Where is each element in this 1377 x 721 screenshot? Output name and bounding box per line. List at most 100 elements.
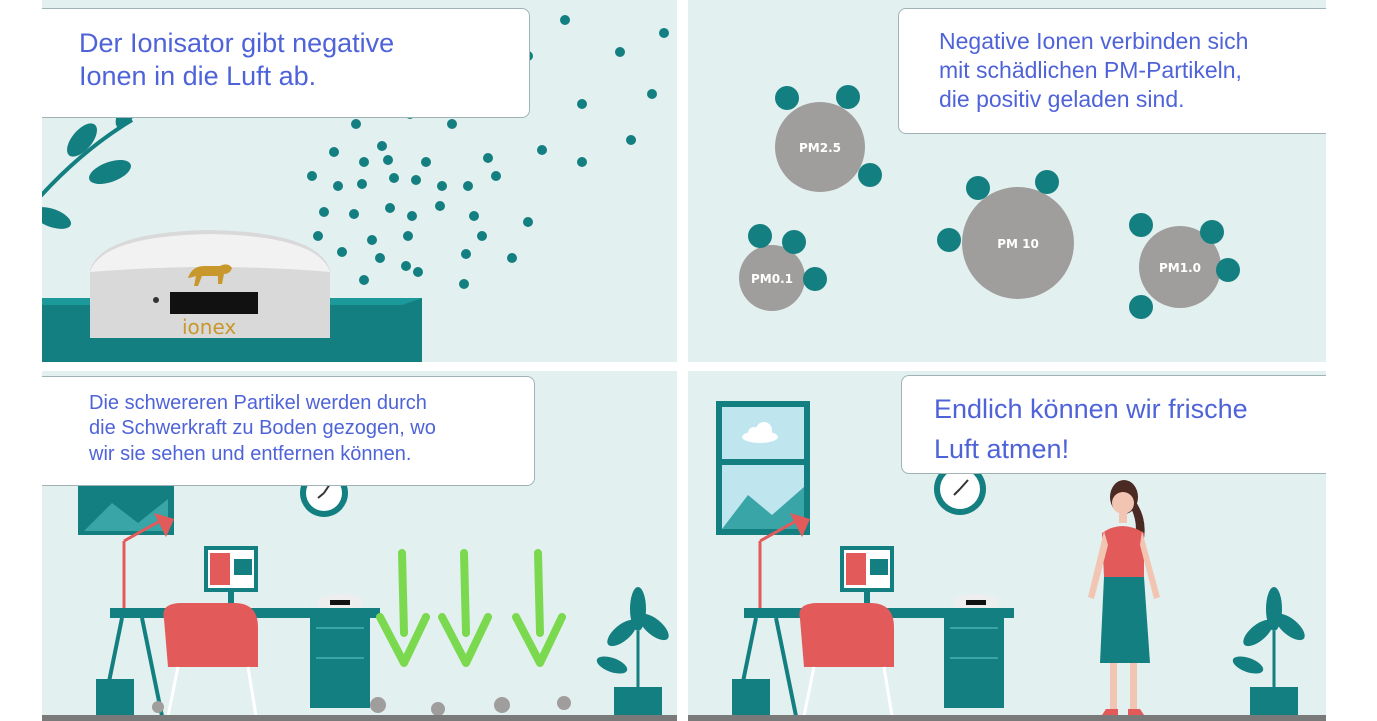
monitor-icon (840, 546, 894, 604)
ion-dot (377, 141, 387, 151)
ion-dot (359, 157, 369, 167)
ion-dot (389, 173, 399, 183)
bin (732, 679, 770, 721)
ion-dot (333, 181, 343, 191)
caption-line: Ionen in die Luft ab. (79, 60, 317, 91)
potted-plant-icon (596, 587, 669, 721)
ion-dot (337, 247, 347, 257)
ion-dot (307, 171, 317, 181)
caption-line: Luft atmen! (934, 433, 1070, 464)
arrow-down-icon (512, 549, 566, 667)
ion-dot (351, 119, 361, 129)
ion-dot (407, 211, 417, 221)
floor (42, 715, 677, 721)
panel-ionizer-release: ionex Der Ionisator gibt negative Ionen … (42, 0, 677, 362)
panel-3-illustration (42, 469, 677, 721)
caption-box: Die schwereren Partikel werden durch die… (42, 376, 535, 486)
ion-dot (329, 147, 339, 157)
ion-dot (359, 275, 369, 285)
ion-dot (523, 217, 533, 227)
negative-ion (1216, 258, 1240, 282)
ion-dot (367, 235, 377, 245)
caption-line: Negative Ionen verbinden sich (939, 28, 1249, 54)
ion-dot (577, 157, 587, 167)
ion-dot (375, 253, 385, 263)
window (716, 401, 810, 535)
panel-1-illustration: ionex (42, 15, 669, 362)
particle-pm10-small: PM1.0 (1129, 213, 1240, 319)
arrow-down-icon (376, 549, 430, 667)
device-brand-label: ionex (182, 315, 236, 339)
desk-lamp-icon (122, 513, 174, 608)
ion-dot (411, 175, 421, 185)
particle-pm01: PM0.1 (739, 224, 827, 311)
ion-dot (459, 279, 469, 289)
ion-dot (385, 203, 395, 213)
panel-ions-bind-particles: PM2.5 PM 10 PM0.1 PM1.0 Negative Ionen v… (688, 0, 1326, 362)
negative-ion (803, 267, 827, 291)
ion-dot (483, 153, 493, 163)
ion-dot (435, 201, 445, 211)
particle-label: PM2.5 (799, 141, 841, 155)
negative-ion (1035, 170, 1059, 194)
caption-box: Negative Ionen verbinden sich mit schädl… (898, 8, 1326, 134)
caption-line: die positiv geladen sind. (939, 86, 1185, 113)
negative-ion (1129, 295, 1153, 319)
negative-ion (1200, 220, 1224, 244)
ion-dot (659, 28, 669, 38)
chair (799, 603, 894, 717)
caption-line: die Schwerkraft zu Boden gezogen, wo (89, 417, 436, 440)
potted-plant-icon (1232, 587, 1305, 721)
particle-pm10: PM 10 (937, 170, 1074, 299)
panel-4-illustration (688, 401, 1326, 721)
wall-clock-icon (934, 463, 986, 515)
ion-dot (626, 135, 636, 145)
negative-ion (748, 224, 772, 248)
caption-line: mit schädlichen PM-Partikeln, (939, 57, 1242, 84)
negative-ion (782, 230, 806, 254)
ion-dot (491, 171, 501, 181)
negative-ion (775, 86, 799, 110)
ion-dot (477, 231, 487, 241)
ionizer-device: ionex (90, 230, 330, 339)
ion-dot (463, 181, 473, 191)
ion-dot (615, 47, 625, 57)
cloud-icon (742, 422, 778, 443)
caption-line: Der Ionisator gibt negative (79, 28, 395, 58)
panel-gravity: Die schwereren Partikel werden durch die… (42, 371, 677, 721)
negative-ion (937, 228, 961, 252)
ion-dot (469, 211, 479, 221)
ion-dot (313, 231, 323, 241)
tiger-icon (188, 264, 232, 286)
caption-line: Endlich können wir frische (934, 394, 1248, 424)
particle-label: PM 10 (997, 237, 1039, 251)
ion-dot (461, 249, 471, 259)
ion-dot (577, 99, 587, 109)
desk-lamp-icon (758, 513, 810, 608)
panel-2-illustration: PM2.5 PM 10 PM0.1 PM1.0 (739, 85, 1240, 319)
ion-dot (560, 15, 570, 25)
ion-dot (647, 89, 657, 99)
woman-figure (1088, 480, 1160, 715)
ion-dot (413, 267, 423, 277)
ion-dot (401, 261, 411, 271)
bin (96, 679, 134, 721)
ionizer-small (954, 594, 998, 608)
caption-line: Die schwereren Partikel werden durch (89, 392, 427, 414)
ion-dot (421, 157, 431, 167)
panel-fresh-air: Endlich können wir frische Luft atmen! (688, 371, 1326, 721)
ion-dot (437, 181, 447, 191)
ion-dot (447, 119, 457, 129)
ion-dot (403, 231, 413, 241)
particle-label: PM1.0 (1159, 261, 1201, 275)
ion-dot (383, 155, 393, 165)
leaf-branch-icon (42, 95, 139, 229)
negative-ion (858, 163, 882, 187)
ion-dot (319, 207, 329, 217)
monitor-icon (204, 546, 258, 604)
arrow-down-icon (438, 549, 492, 667)
caption-box: Der Ionisator gibt negative Ionen in die… (42, 8, 530, 118)
device-led (153, 297, 159, 303)
floor (688, 715, 1326, 721)
caption-line: wir sie sehen und entfernen können. (89, 442, 412, 465)
